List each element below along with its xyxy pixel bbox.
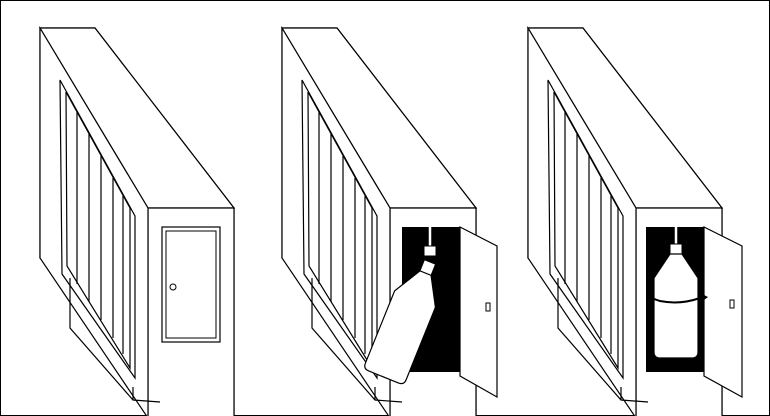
open-door (460, 227, 497, 397)
open-door (704, 227, 742, 397)
door-latch (486, 303, 490, 311)
cabinet (40, 28, 234, 416)
panel-2 (282, 28, 497, 416)
panel-1 (40, 28, 234, 416)
panel-3 (528, 28, 742, 416)
bottle-icon (654, 254, 698, 358)
door-latch (730, 300, 734, 308)
door-knob-icon (170, 284, 176, 290)
